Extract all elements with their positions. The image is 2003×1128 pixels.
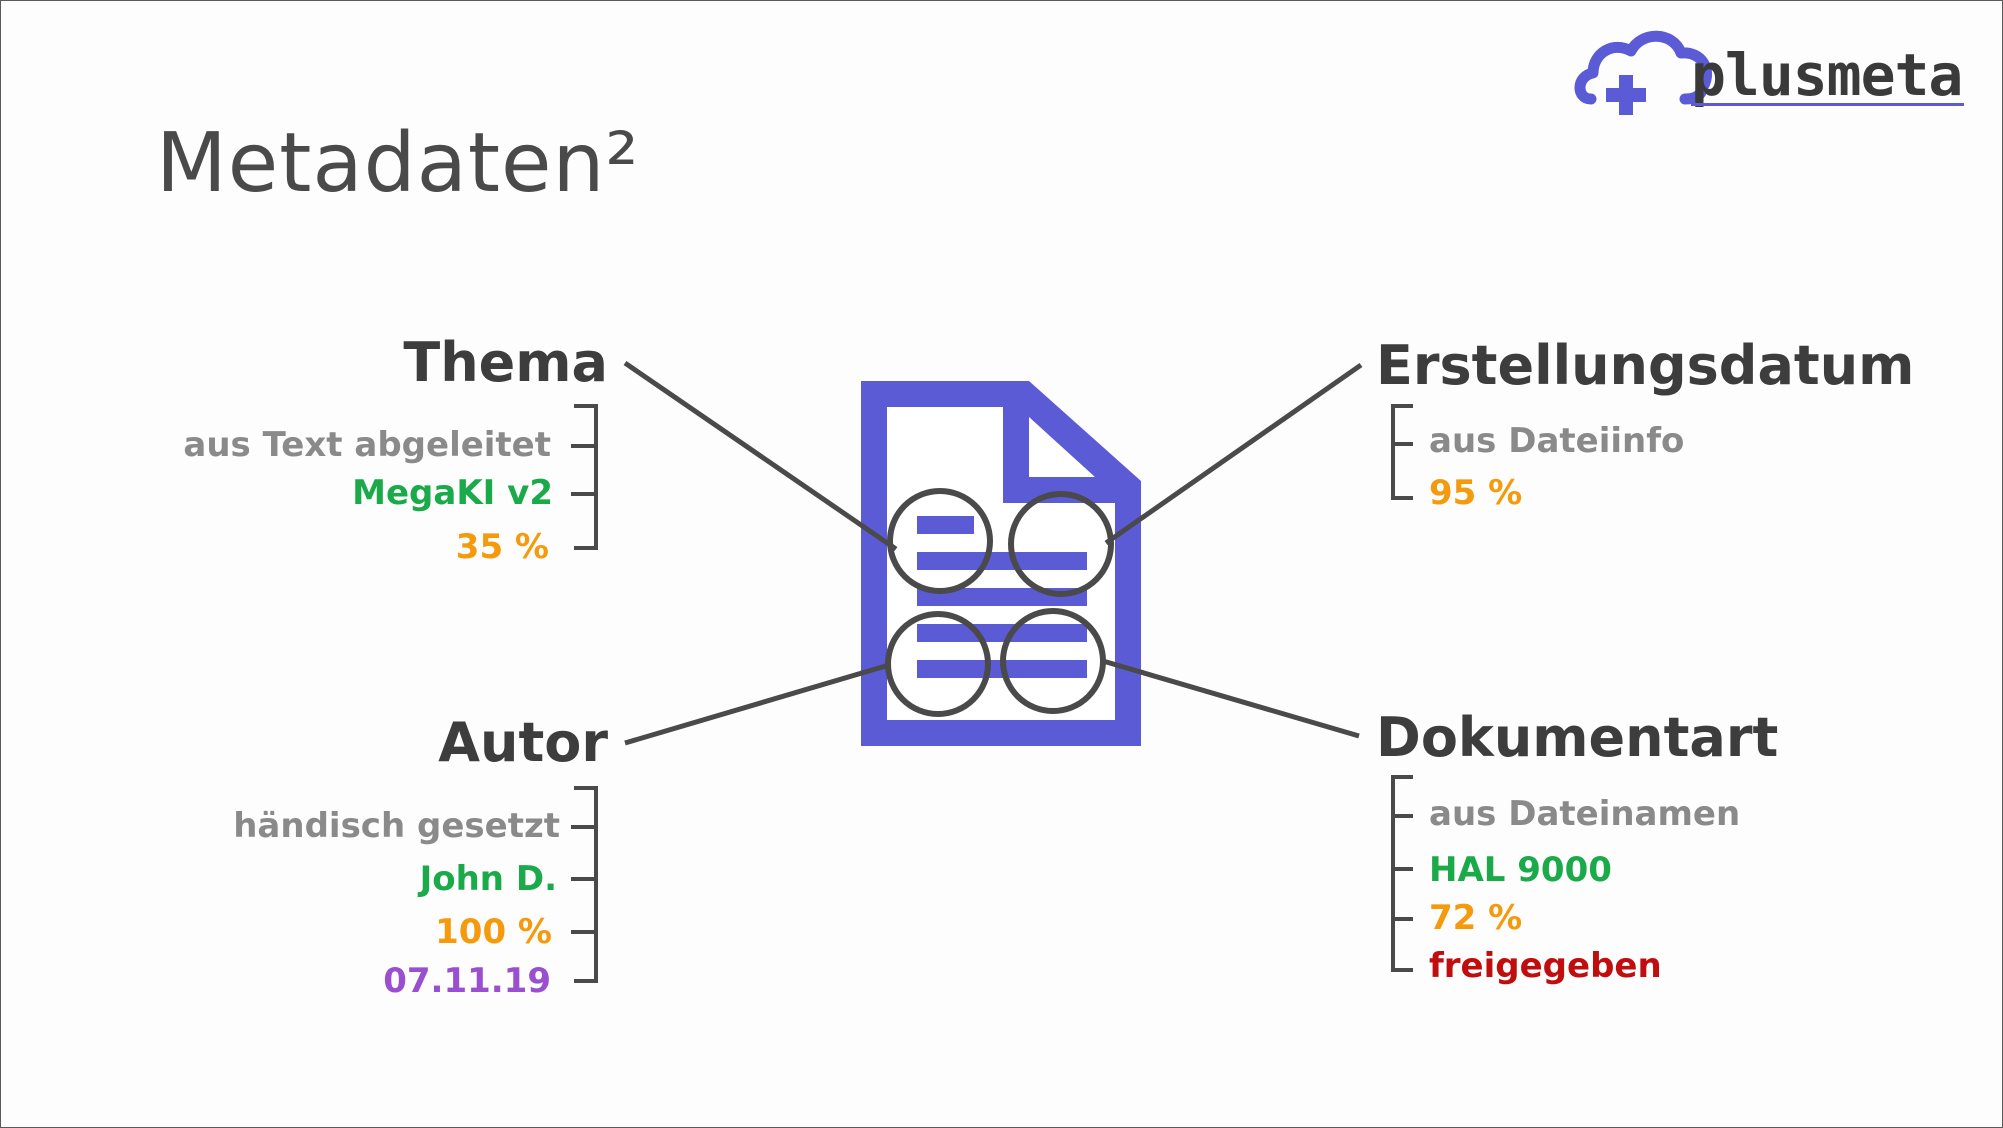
connector-dokumentart — [1102, 658, 1360, 739]
thema-system: MegaKI v2 — [352, 473, 553, 513]
connector-erstellungsdatum — [1104, 362, 1363, 546]
dokumentart-confidence: 72 % — [1429, 898, 1523, 938]
bracket-thema — [574, 404, 598, 550]
logo-underline — [1691, 103, 1964, 106]
logo-cloud-icon — [1574, 30, 1713, 115]
erstellungsdatum-source: aus Dateiinfo — [1429, 421, 1685, 461]
bracket-autor — [574, 786, 598, 983]
bracket-erstellungsdatum — [1391, 404, 1413, 500]
dokumentart-system: HAL 9000 — [1429, 850, 1612, 890]
thema-source: aus Text abgeleitet — [183, 425, 551, 465]
thema-confidence: 35 % — [455, 527, 549, 567]
heading-autor: Autor — [438, 711, 608, 774]
circle-thema — [887, 488, 993, 594]
dokumentart-status: freigegeben — [1429, 946, 1662, 986]
heading-dokumentart: Dokumentart — [1376, 706, 1779, 769]
autor-person: John D. — [419, 859, 557, 899]
connector-autor — [624, 662, 890, 746]
heading-erstellungsdatum: Erstellungsdatum — [1376, 334, 1915, 397]
bracket-lines — [571, 404, 1413, 983]
circle-erstellungsdatum — [1008, 491, 1114, 597]
dokumentart-source: aus Dateinamen — [1429, 794, 1741, 834]
autor-date: 07.11.19 — [383, 961, 551, 1001]
page-title: Metadaten² — [156, 116, 640, 211]
connector-thema — [623, 360, 898, 552]
erstellungsdatum-confidence: 95 % — [1429, 473, 1523, 513]
logo-text: plusmeta — [1691, 41, 1963, 109]
connector-lines — [623, 360, 1363, 746]
heading-thema: Thema — [403, 331, 608, 394]
autor-confidence: 100 % — [435, 912, 552, 952]
autor-source: händisch gesetzt — [233, 806, 560, 846]
document-icon — [861, 381, 1141, 746]
bracket-dokumentart — [1391, 775, 1413, 972]
